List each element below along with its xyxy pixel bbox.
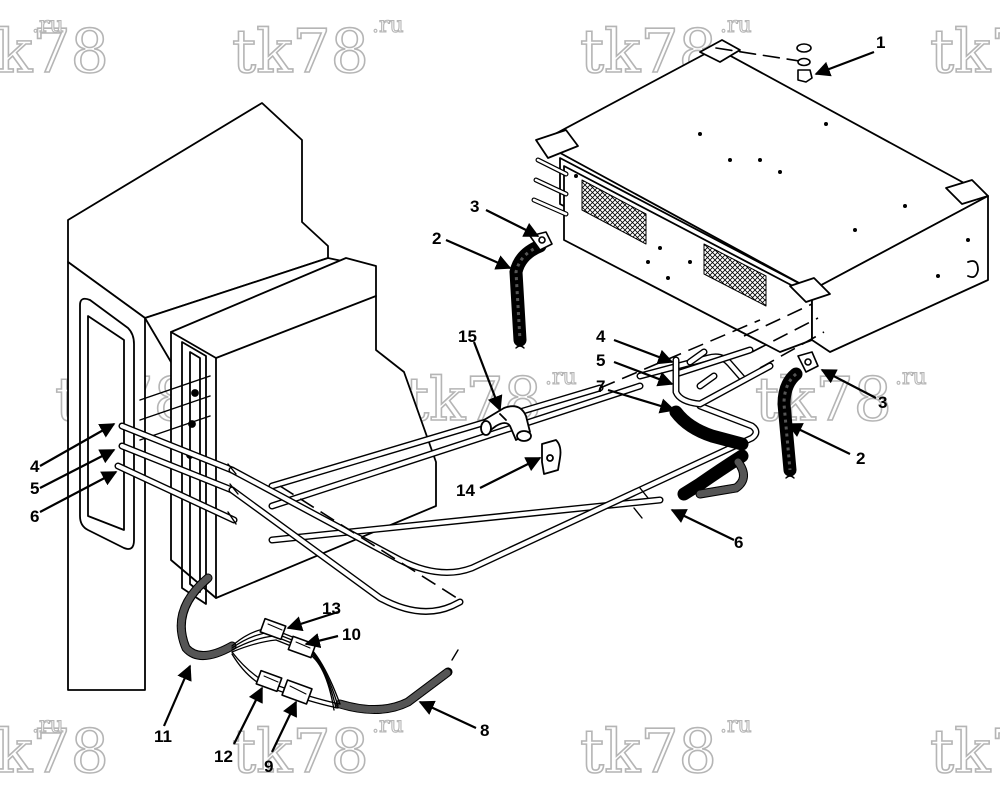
callout-9: 9 — [264, 757, 273, 776]
watermark-suffix: .ru — [545, 365, 577, 390]
callout-labels: 1 3 2 15 4 5 7 3 2 6 14 4 5 6 13 10 8 11… — [30, 33, 887, 776]
leader-lines — [39, 50, 877, 753]
callout-2: 2 — [432, 229, 441, 248]
watermark-text: tk78 — [232, 717, 369, 787]
wiring-harness — [176, 573, 459, 715]
callout-1: 1 — [876, 33, 885, 52]
callout-3: 3 — [470, 197, 479, 216]
watermark-suffix: .ru — [720, 13, 752, 38]
watermark-suffix: .ru — [32, 713, 64, 738]
callout-13: 13 — [322, 599, 341, 618]
hose-clamp — [529, 231, 819, 373]
callout-6: 6 — [30, 507, 39, 526]
watermark-suffix: .ru — [720, 713, 752, 738]
watermark-text: tk78 — [0, 717, 109, 787]
watermark-text: tk78 — [0, 17, 109, 87]
watermark-layer: tk78 .ru tk78 .ru tk78 .ru tk78 tk78 .ru… — [0, 12, 1000, 787]
callout-5: 5 — [30, 479, 39, 498]
refrigerant-lines — [114, 303, 825, 615]
watermark-text: tk78 — [930, 17, 1000, 87]
callout-4: 4 — [30, 457, 40, 476]
elbow-fitting — [480, 405, 532, 442]
callout-2: 2 — [856, 449, 865, 468]
watermark-text: tk78 — [930, 717, 1000, 787]
watermark-suffix: .ru — [372, 13, 404, 38]
watermark-text: tk78 — [580, 717, 717, 787]
callout-10: 10 — [342, 625, 361, 644]
callout-3: 3 — [878, 393, 887, 412]
callout-7: 7 — [596, 377, 605, 396]
callout-11: 11 — [154, 727, 172, 746]
watermark-suffix: .ru — [895, 365, 927, 390]
callout-14: 14 — [456, 481, 475, 500]
callout-8: 8 — [480, 721, 489, 740]
callout-4: 4 — [596, 327, 606, 346]
condenser-unit — [531, 39, 989, 353]
callout-5: 5 — [596, 351, 605, 370]
watermark-suffix: .ru — [372, 713, 404, 738]
callout-6: 6 — [734, 533, 743, 552]
nut-washer-hardware — [796, 43, 813, 83]
p-clamp — [541, 439, 562, 475]
watermark-text: tk78 — [232, 17, 369, 87]
callout-12: 12 — [214, 747, 233, 766]
callout-15: 15 — [458, 327, 477, 346]
hose-assemblies — [509, 239, 803, 501]
watermark-text: tk78 — [755, 365, 892, 435]
watermark-suffix: .ru — [32, 13, 64, 38]
